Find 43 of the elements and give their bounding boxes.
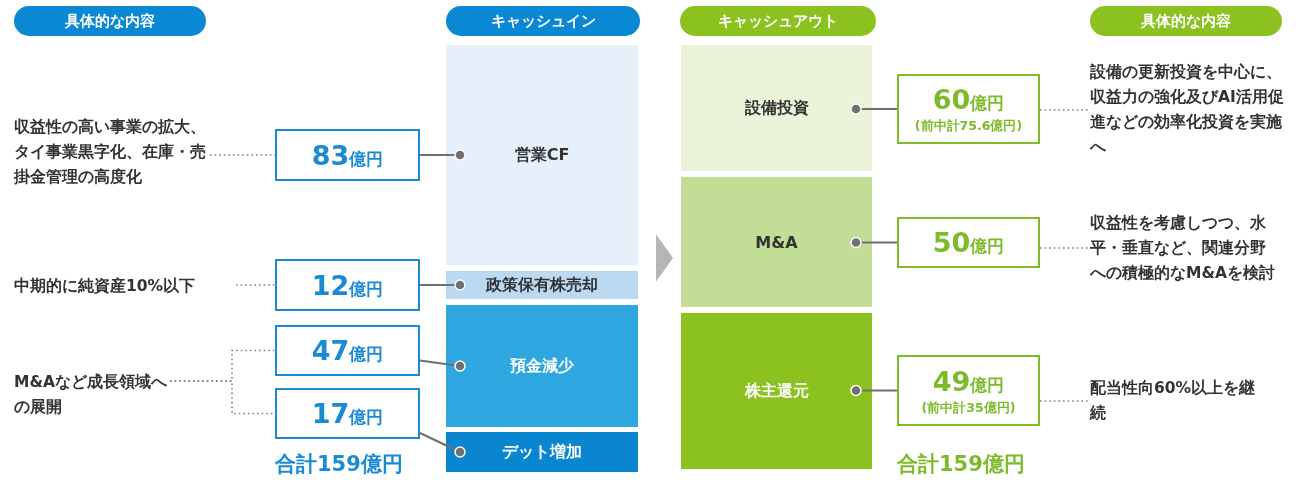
amount-box: [897, 74, 1040, 144]
header-pill: キャッシュイン: [446, 6, 640, 36]
leader-line: [235, 284, 276, 286]
connector-line: [420, 149, 466, 161]
amount-box: [897, 355, 1040, 426]
cash-in-bar: 政策保有株売却: [446, 271, 638, 299]
amount-text: 49億円: [932, 366, 1005, 399]
header-pill: キャッシュアウト: [680, 6, 876, 36]
amount-box: 50億円: [897, 217, 1040, 268]
cash-in-bar: 預金減少: [446, 305, 638, 427]
cash-out-bar: 設備投資: [681, 45, 872, 171]
total-text: 合計159億円: [897, 451, 1026, 478]
description-text: 設備の更新投資を中心に、収益力の強化及びAI活用促進などの効率化投資を実施へ: [1090, 62, 1285, 158]
cash-in-bar: デット増加: [446, 432, 638, 472]
leader-line: [209, 154, 276, 156]
header-pill: 具体的な内容: [1090, 6, 1282, 36]
connector-line: [419, 432, 466, 458]
connector-line: [419, 359, 466, 372]
description-text: 中期的に純資産10%以下: [14, 276, 196, 297]
amount-box: 47億円: [275, 325, 420, 376]
leader-line: [1039, 247, 1091, 249]
leader-line: [1039, 109, 1091, 111]
description-text: 配当性向60%以上を継続: [1090, 378, 1257, 424]
description-text: M&Aなど成長領域への展開: [14, 372, 168, 418]
amount-box: 17億円: [275, 388, 420, 439]
description-text: 収益性を考慮しつつ、水平・垂直など、関連分野への積極的なM&Aを検討: [1090, 212, 1276, 284]
connector-line: [420, 279, 466, 291]
previous-plan-note: (前中計75.6億円): [914, 119, 1023, 133]
cash-in-bar: 営業CF: [446, 45, 638, 265]
description-text: 収益性の高い事業の拡大、タイ事業黒字化、在庫・売掛金管理の高度化: [14, 116, 207, 188]
header-pill: 具体的な内容: [14, 6, 206, 36]
connector-line: [850, 236, 897, 249]
cash-out-bar: 株主還元: [681, 313, 872, 469]
amount-box: 12億円: [275, 259, 420, 311]
leader-line: [1039, 400, 1091, 402]
total-text: 合計159億円: [275, 451, 404, 478]
connector-line: [850, 384, 897, 397]
amount-box: 83億円: [275, 129, 420, 181]
cash-out-bar: M&A: [681, 177, 872, 307]
leader-line: [169, 380, 276, 415]
amount-text: 60億円: [932, 85, 1005, 117]
connector-line: [850, 103, 897, 115]
previous-plan-note: (前中計35億円): [921, 400, 1016, 415]
